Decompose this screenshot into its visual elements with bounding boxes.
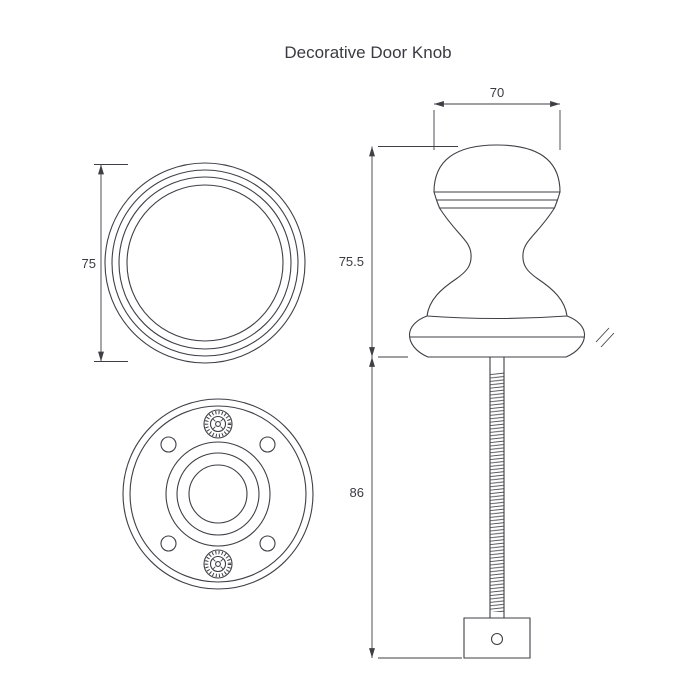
front-diameter-label: 75 — [82, 256, 96, 271]
front-ring-2 — [118, 176, 292, 350]
grub-screw-drive-tick — [220, 426, 224, 430]
rose-outer-right — [565, 315, 586, 358]
plate-screw-hole — [490, 632, 504, 646]
knob-height-label: 75.5 — [339, 254, 364, 269]
backplate-outer-circle — [122, 398, 314, 590]
knob-band-step-1 — [433, 191, 561, 201]
drawing-title: Decorative Door Knob — [284, 43, 451, 62]
fixing-hole-bottom-left — [160, 535, 177, 552]
dimension-spindle-length: 86 — [350, 357, 462, 659]
dimension-knob-height: 75.5 — [339, 146, 458, 358]
knob-band-step-2 — [435, 199, 559, 209]
fixing-hole-top-left — [160, 436, 177, 453]
grub-screw-bottom — [203, 549, 233, 579]
grub-screw-knurl — [204, 550, 232, 578]
rose-top-seam — [426, 315, 568, 320]
front-inner-circle — [126, 184, 284, 342]
dimension-knob-diameter: 70 — [433, 85, 561, 150]
front-ring-1 — [111, 169, 299, 357]
grub-screw-outer-circle — [203, 549, 233, 579]
front-outer-circle — [104, 162, 306, 364]
spindle-length-label: 86 — [350, 485, 364, 500]
grub-screw-body — [209, 415, 227, 433]
grub-screw-drive-tick — [212, 558, 216, 562]
side-view — [408, 144, 615, 659]
grub-screw-drive-tick — [212, 566, 216, 570]
knob-diameter-label: 70 — [490, 85, 504, 100]
knob-dome-outline — [433, 144, 561, 193]
break-mark — [595, 327, 610, 343]
grub-screw-drive-tick — [212, 418, 216, 422]
spindle-thread-hatch — [490, 372, 504, 612]
front-view — [104, 162, 306, 364]
grub-screw-body — [209, 555, 227, 573]
grub-screw-drive-tick — [212, 426, 216, 430]
spindle-hole — [188, 464, 248, 524]
grub-screw-center — [215, 561, 221, 567]
grub-screw-drive-tick — [220, 566, 224, 570]
fixing-hole-top-right — [259, 436, 276, 453]
grub-screw-top — [203, 409, 233, 439]
grub-screw-knurl — [204, 410, 232, 438]
grub-screw-outer-circle — [203, 409, 233, 439]
break-mark — [600, 332, 615, 348]
grub-screw-drive-tick — [220, 558, 224, 562]
knob-neck-left — [426, 207, 472, 317]
backplate-hub-inner — [176, 452, 260, 536]
backplate-ring — [129, 405, 307, 583]
dimension-front-diameter: 75 — [82, 164, 128, 362]
grub-screw-center — [215, 421, 221, 427]
fixing-hole-bottom-right — [259, 535, 276, 552]
backplate-hub-outer — [165, 441, 271, 547]
grub-screw-drive-tick — [220, 418, 224, 422]
rose-outer-left — [408, 315, 429, 358]
knob-neck-right — [522, 207, 568, 317]
backplate-view — [122, 398, 314, 590]
